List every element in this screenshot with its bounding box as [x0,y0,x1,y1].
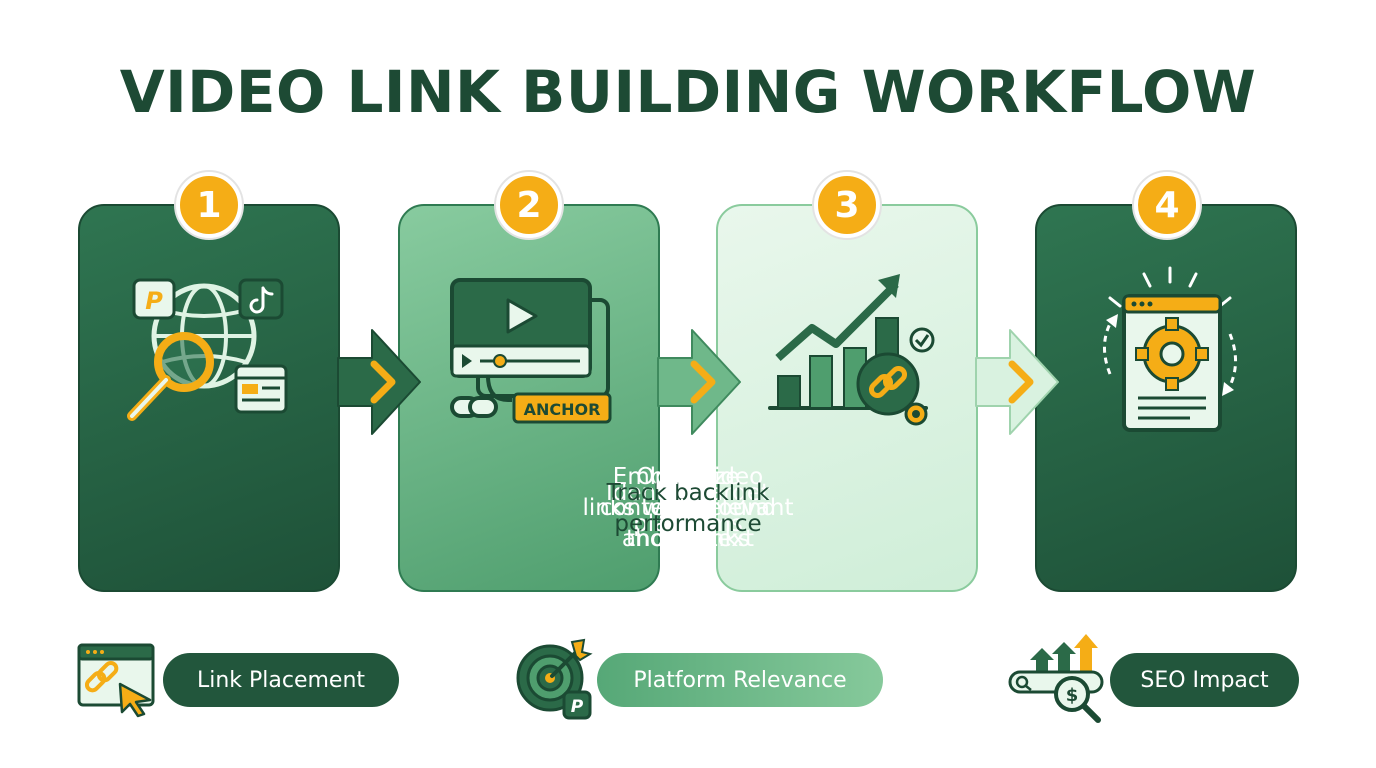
arrow-right-icon [975,329,1059,435]
growth-chart-icon [768,274,935,426]
pillar-platform-relevance: Platform Relevance [597,653,883,707]
svg-text:P: P [571,697,584,717]
step-number-badge: 1 [176,172,242,238]
anchor-tag-label: ANCHOR [524,400,601,419]
video-player-icon: ANCHOR [450,278,612,424]
step-card-1 [78,204,340,592]
globe-search-icon: P [127,278,288,421]
pillar-link-placement: Link Placement [163,653,399,707]
pillar-seo-impact: SEO Impact [1110,653,1299,707]
page-title: VIDEO LINK BUILDING WORKFLOW [119,58,1257,126]
target-icon: P [516,638,593,720]
arrow-right-icon [657,329,741,435]
svg-text:$: $ [1066,685,1079,706]
browser-link-cursor-icon [77,643,155,718]
optimize-gear-icon [1103,266,1237,432]
step-number-badge: 4 [1134,172,1200,238]
search-growth-icon: $ [1008,634,1104,723]
svg-text:P: P [145,287,163,315]
step-number-badge: 3 [814,172,880,238]
step-number-badge: 2 [496,172,562,238]
arrow-right-icon [337,329,421,435]
